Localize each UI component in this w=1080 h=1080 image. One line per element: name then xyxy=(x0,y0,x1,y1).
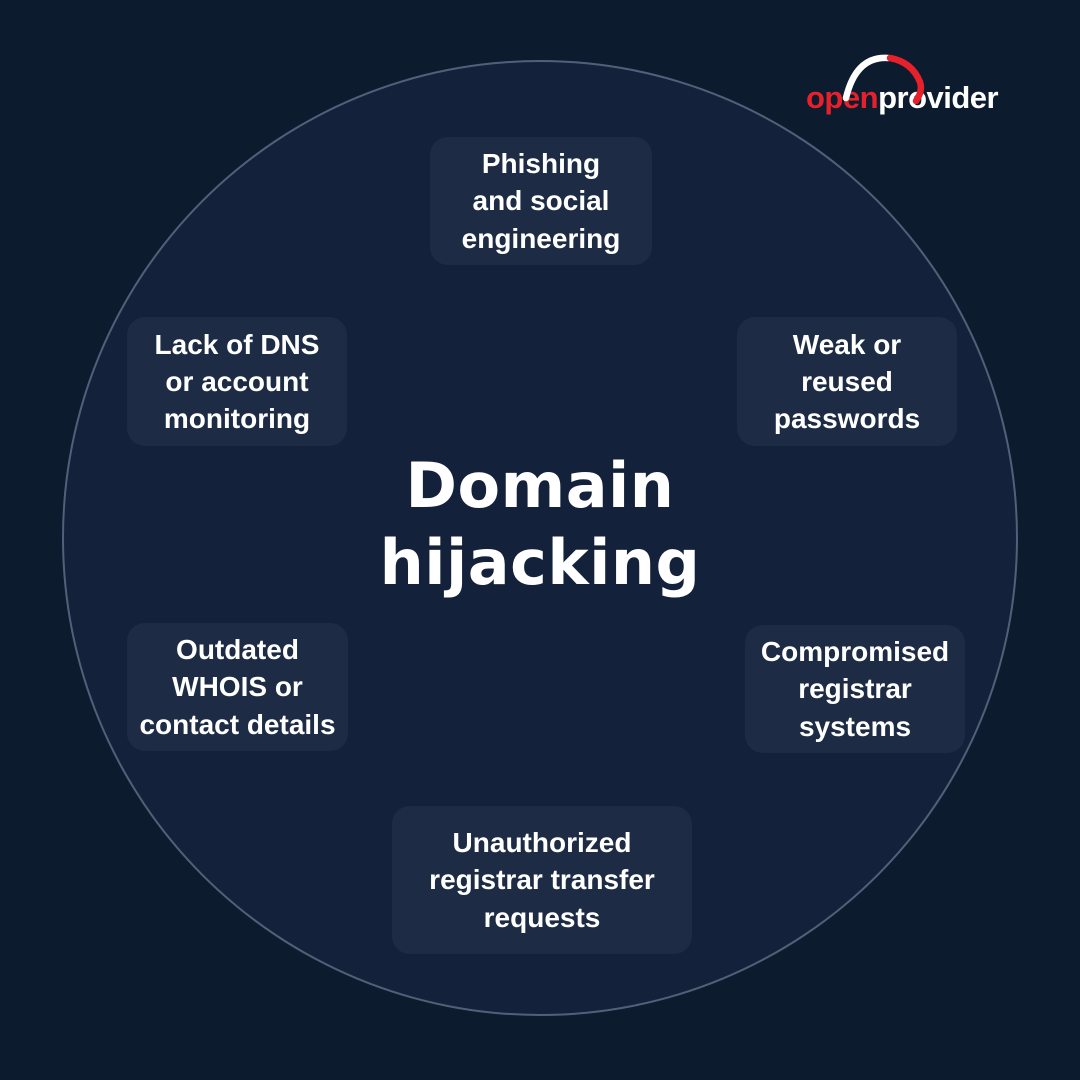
factor-card-weak-reused-passwords: Weak or reused passwords xyxy=(737,317,957,446)
factor-card-compromised-registrar-systems: Compromised registrar systems xyxy=(745,625,965,753)
factor-card-lack-dns-account-monitoring: Lack of DNS or account monitoring xyxy=(127,317,347,446)
page-title: Domain hijacking xyxy=(379,449,701,599)
factor-label: Unauthorized registrar transfer requests xyxy=(429,827,655,933)
factor-label: Weak or reused passwords xyxy=(773,328,921,435)
logo-text-open: open xyxy=(806,80,879,115)
factor-label: Compromised registrar systems xyxy=(760,636,950,742)
factor-label: Outdated WHOIS or contact details xyxy=(139,634,336,740)
openprovider-logo-text: openprovider xyxy=(806,80,999,116)
factor-card-unauthorized-transfer-requests: Unauthorized registrar transfer requests xyxy=(392,806,692,954)
factor-label: Lack of DNS or account monitoring xyxy=(154,328,320,435)
factor-card-outdated-whois-contact: Outdated WHOIS or contact details xyxy=(127,623,348,751)
logo-text-provider: provider xyxy=(878,80,999,115)
factor-card-phishing-social-engineering: Phishing and social engineering xyxy=(430,137,652,265)
openprovider-logo: openprovider xyxy=(806,52,1021,116)
factor-label: Phishing and social engineering xyxy=(461,148,621,254)
